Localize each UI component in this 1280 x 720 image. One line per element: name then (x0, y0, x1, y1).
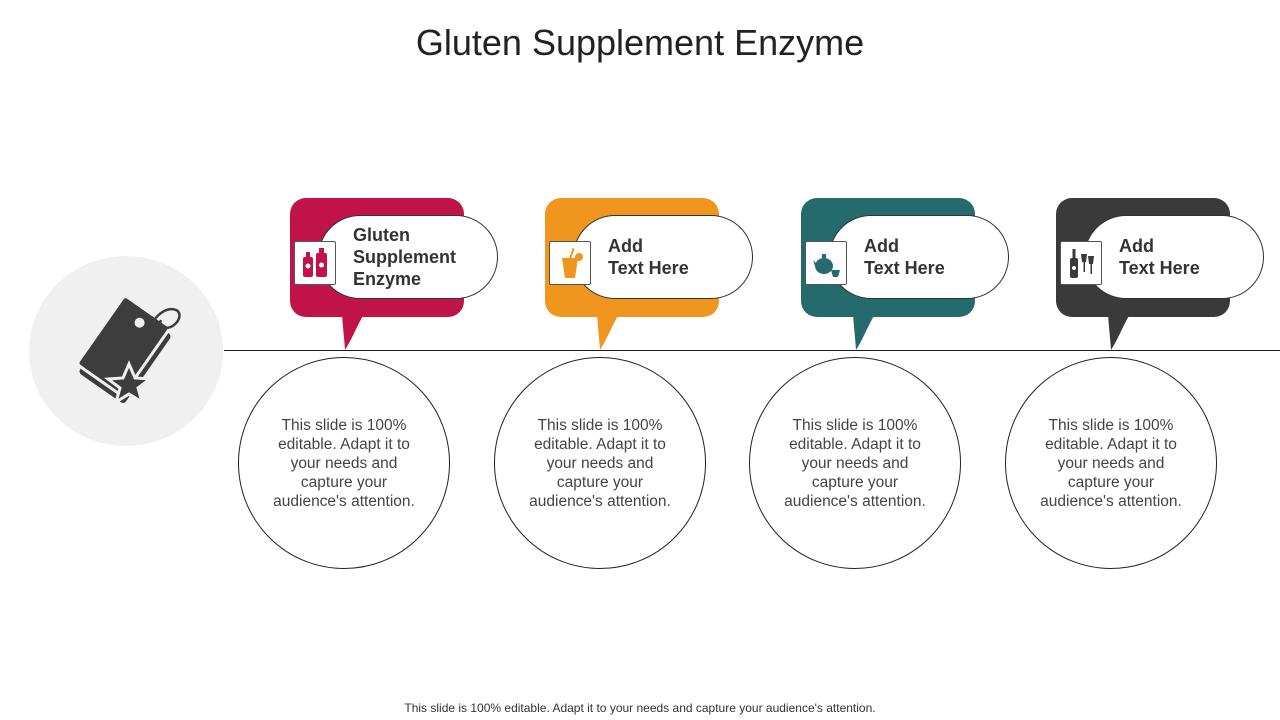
step-bubble-tail-1 (342, 308, 368, 350)
description-text-2: This slide is 100% editable. Adapt it to… (529, 416, 671, 510)
step-label-pill-3 (829, 215, 1009, 299)
step-icon-box-1 (294, 241, 336, 285)
step-icon-box-3 (805, 241, 847, 285)
step-label-3: Add Text Here (864, 236, 945, 278)
description-circle-1: This slide is 100% editable. Adapt it to… (238, 357, 450, 569)
price-tag-star-icon (76, 295, 181, 406)
teapot-cup-icon (813, 254, 840, 277)
step-label-2: Add Text Here (608, 236, 689, 278)
description-circle-4: This slide is 100% editable. Adapt it to… (1005, 357, 1217, 569)
step-card-3: Add Text Here (801, 198, 1091, 353)
step-card-1: Gluten Supplement Enzyme (290, 198, 580, 353)
step-bubble-tail-4 (1108, 308, 1134, 350)
wine-glasses-icon (1070, 249, 1094, 278)
description-text-1: This slide is 100% editable. Adapt it to… (273, 416, 415, 510)
description-text-3: This slide is 100% editable. Adapt it to… (784, 416, 926, 510)
juice-glass-icon (562, 247, 583, 278)
description-circle-2: This slide is 100% editable. Adapt it to… (494, 357, 706, 569)
step-label-pill-4 (1084, 215, 1264, 299)
step-card-2: Add Text Here (545, 198, 835, 353)
hero-icon-circle (29, 256, 223, 446)
timeline-line (224, 350, 1280, 351)
bottles-icon (303, 248, 327, 277)
step-bubble-tail-2 (597, 308, 623, 350)
step-card-4: Add Text Here (1056, 198, 1280, 353)
footer-note: This slide is 100% editable. Adapt it to… (404, 701, 876, 715)
step-icon-box-2 (549, 241, 591, 285)
step-label-1: Gluten Supplement Enzyme (353, 225, 457, 289)
page-title: Gluten Supplement Enzyme (415, 22, 865, 63)
description-text-4: This slide is 100% editable. Adapt it to… (1040, 416, 1182, 510)
step-label-4: Add Text Here (1119, 236, 1200, 278)
description-circle-3: This slide is 100% editable. Adapt it to… (749, 357, 961, 569)
step-bubble-tail-3 (853, 308, 879, 350)
step-icon-box-4 (1060, 241, 1102, 285)
